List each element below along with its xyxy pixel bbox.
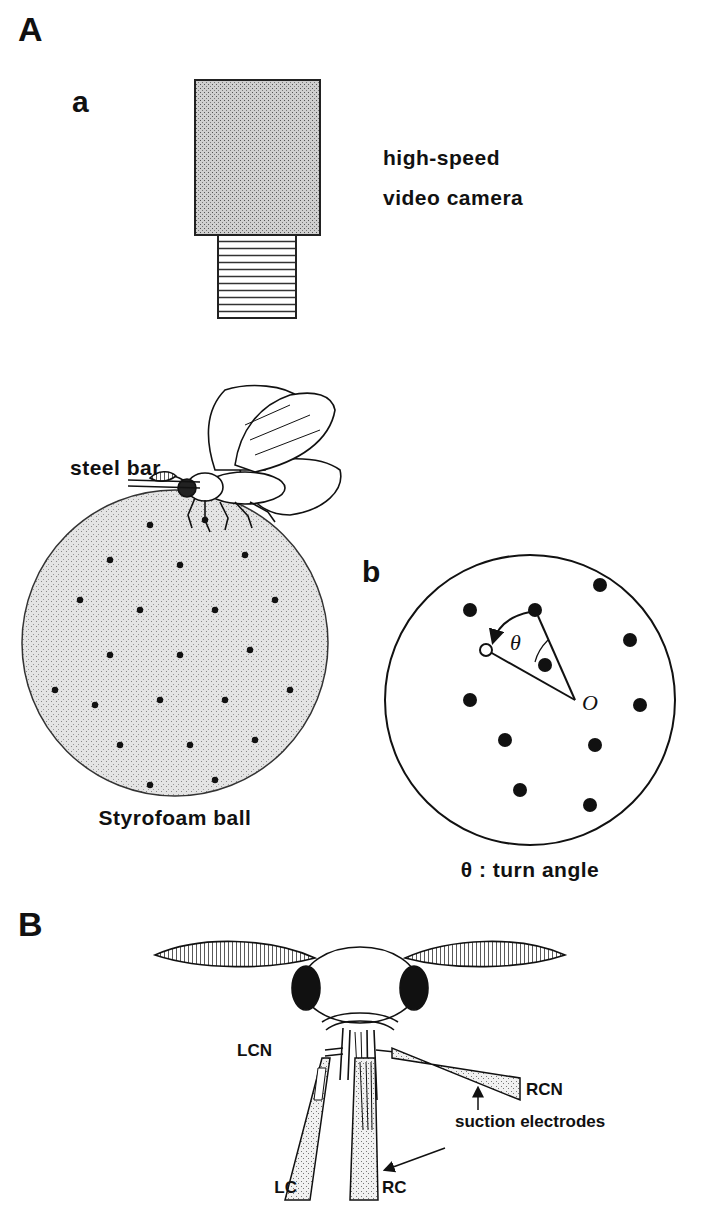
- panel-letter: B: [18, 905, 43, 944]
- moth: [150, 386, 341, 532]
- origin-label: O: [582, 690, 598, 715]
- ball-dot: [272, 597, 278, 603]
- nerve-label: LCN: [237, 1041, 272, 1061]
- angle-legend: θ : turn angle: [461, 858, 600, 882]
- part-label: Styrofoam ball: [99, 806, 252, 830]
- ball-dot: [187, 742, 193, 748]
- ball-dot: [247, 647, 253, 653]
- ball-dot: [107, 652, 113, 658]
- ball-dot: [92, 702, 98, 708]
- device-label: high-speed video camera: [383, 138, 543, 218]
- ball-dot: [147, 522, 153, 528]
- ball-dot: [77, 597, 83, 603]
- ball-dot: [252, 737, 258, 743]
- ball-dot: [157, 697, 163, 703]
- ball-dot: [212, 607, 218, 613]
- ball-dot: [147, 782, 153, 788]
- styrofoam-ball: [22, 490, 328, 796]
- ball-dot: [52, 687, 58, 693]
- ball-dot: [242, 552, 248, 558]
- panel-letter: b: [362, 555, 380, 590]
- nerve-label: RCN: [526, 1080, 563, 1100]
- ball-dot: [177, 562, 183, 568]
- electrode-label: suction electrodes: [455, 1112, 605, 1132]
- ball-dot: [177, 652, 183, 658]
- ball-dot: [107, 557, 113, 563]
- panel-letter: a: [72, 85, 89, 120]
- nerve-label: LC: [274, 1178, 297, 1198]
- ball-dot: [222, 697, 228, 703]
- angle-symbol: θ: [510, 630, 521, 655]
- camera-lens: [218, 235, 296, 318]
- camera-body: [195, 80, 320, 235]
- panel-letter: A: [18, 10, 43, 49]
- part-label: steel bar: [70, 456, 161, 480]
- ball-dot: [287, 687, 293, 693]
- nerve-label: RC: [382, 1178, 407, 1198]
- ball-top-view: [385, 555, 675, 845]
- ball-dots: [463, 578, 647, 812]
- ball-dot: [137, 607, 143, 613]
- ball-dot: [212, 777, 218, 783]
- ball-dot: [117, 742, 123, 748]
